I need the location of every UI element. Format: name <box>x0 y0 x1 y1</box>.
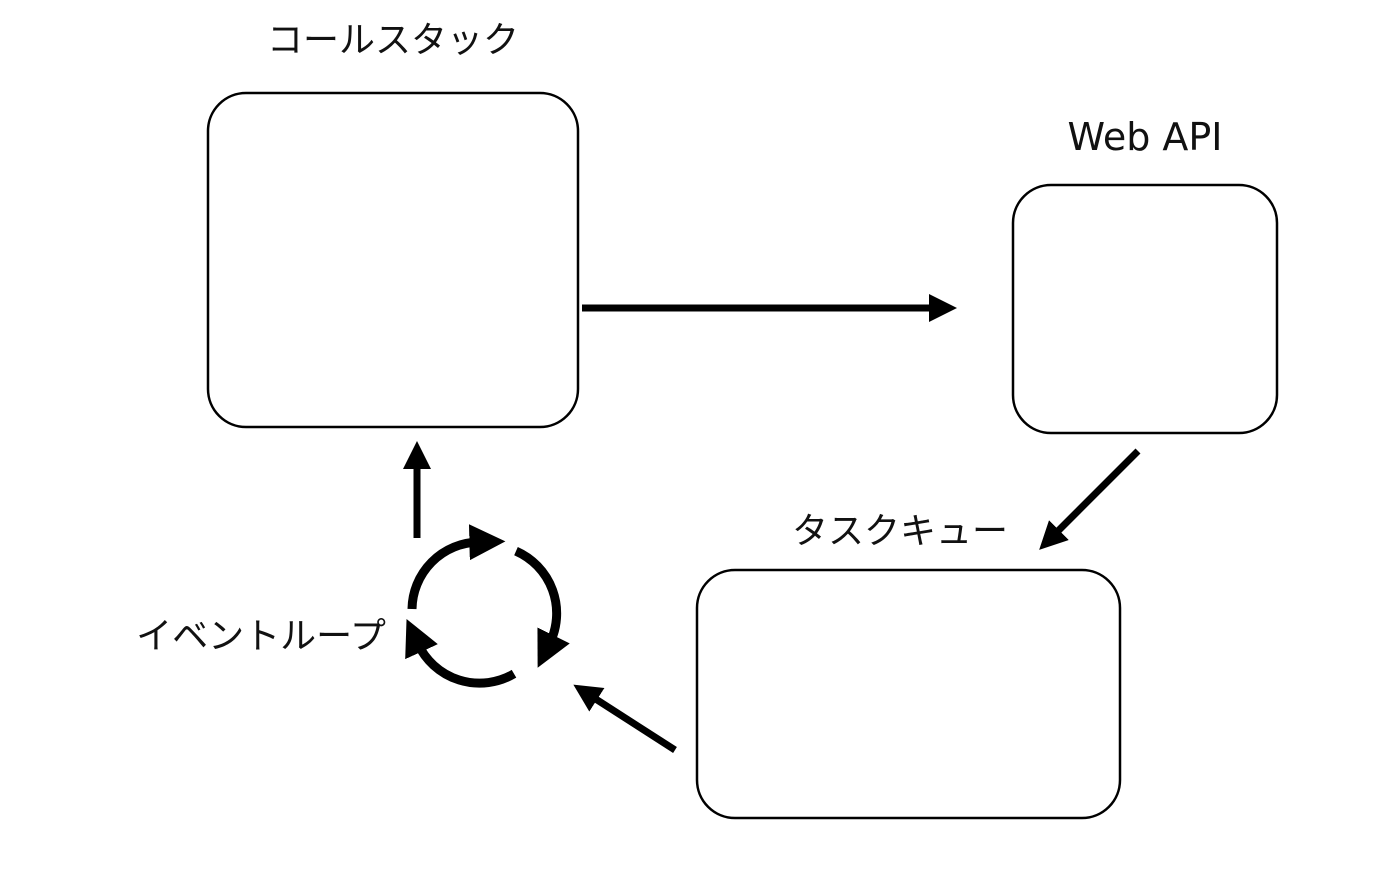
cycle-arrows-icon <box>405 524 570 688</box>
call-stack-box <box>206 91 580 429</box>
arrow-web-api-to-task-queue <box>1039 448 1141 550</box>
web-api-box <box>1011 183 1279 435</box>
event-loop-label: イベントループ <box>136 616 386 657</box>
task-queue-box <box>695 568 1122 820</box>
task-queue-label: タスクキュー <box>792 511 1008 552</box>
arrow-task-queue-to-event-loop <box>573 684 677 753</box>
call-stack-label: コールスタック <box>267 20 519 61</box>
web-api-label: Web API <box>1067 115 1222 159</box>
